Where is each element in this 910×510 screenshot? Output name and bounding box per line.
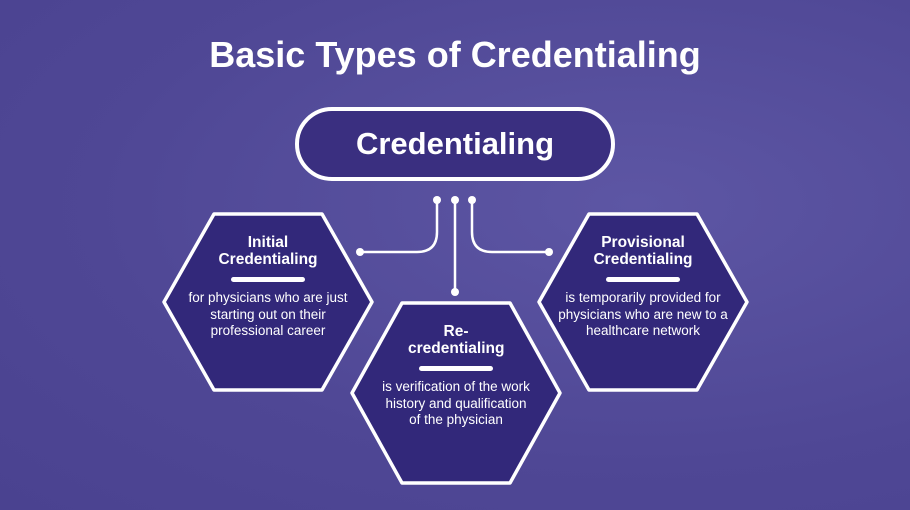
connector-dot xyxy=(433,196,441,204)
hex-description: is verification of the work history and … xyxy=(382,379,530,427)
center-node: Credentialing xyxy=(295,107,615,181)
page-title: Basic Types of Credentialing xyxy=(209,34,701,75)
hexagon-provisional-credentialing: Provisional Credentialing is temporarily… xyxy=(537,212,749,392)
connector-dot xyxy=(451,288,459,296)
hexagon-re-credentialing: Re-credentialing is verification of the … xyxy=(350,301,562,485)
connector-left xyxy=(360,200,439,254)
connector-dot xyxy=(545,248,553,256)
divider-bar xyxy=(231,277,305,282)
hex-description: for physicians who are just starting out… xyxy=(188,290,348,338)
divider-bar xyxy=(419,366,493,371)
connector-right xyxy=(470,200,549,254)
divider-bar xyxy=(606,277,680,282)
hex-heading: Provisional Credentialing xyxy=(593,234,693,268)
hexagon-initial-credentialing: Initial Credentialing for physicians who… xyxy=(162,212,374,392)
hex-description: is temporarily provided for physicians w… xyxy=(558,290,728,338)
connector-dot xyxy=(468,196,476,204)
connector-dot xyxy=(356,248,364,256)
hex-heading: Initial Credentialing xyxy=(218,234,318,268)
hex-heading: Re-credentialing xyxy=(408,323,505,357)
connector-dot xyxy=(451,196,459,204)
